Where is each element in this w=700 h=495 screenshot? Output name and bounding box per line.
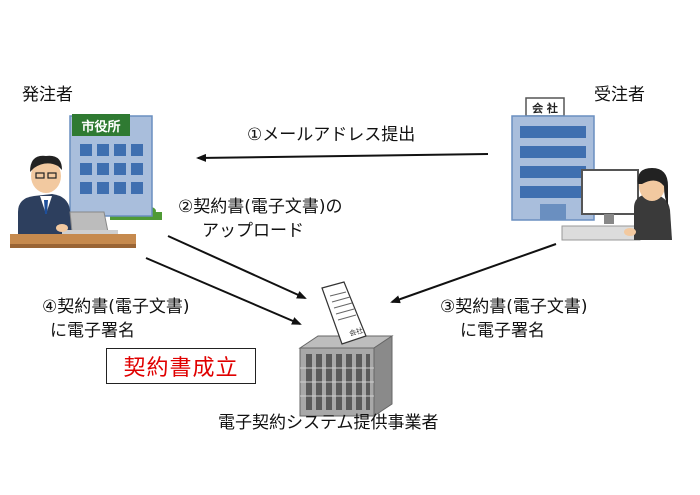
contract-document-icon: 会社 bbox=[321, 281, 367, 345]
company-building-illustration: 会 社 bbox=[511, 97, 595, 221]
step4-label-line1: ④契約書(電子文書) bbox=[42, 297, 190, 317]
step4-label-line2: に電子署名 bbox=[50, 321, 135, 341]
contractor-person-illustration bbox=[561, 168, 672, 241]
city-hall-sign: 市役所 bbox=[81, 119, 120, 135]
step3-label-line2: に電子署名 bbox=[460, 321, 545, 341]
orderer-person-illustration bbox=[10, 155, 136, 248]
provider-label: 電子契約システム提供事業者 bbox=[218, 413, 439, 433]
arrow-step4 bbox=[145, 257, 302, 325]
contract-established-box: 契約書成立 bbox=[106, 348, 256, 384]
document-seal-text: 会社 bbox=[348, 326, 364, 338]
contractor-label: 受注者 bbox=[594, 85, 645, 105]
arrow-step3 bbox=[390, 243, 557, 304]
step2-label-line1: ②契約書(電子文書)の bbox=[178, 197, 343, 217]
step3-label-line1: ③契約書(電子文書) bbox=[440, 297, 588, 317]
orderer-label: 発注者 bbox=[22, 85, 73, 105]
arrow-step2 bbox=[167, 235, 307, 299]
contract-established-label: 契約書成立 bbox=[123, 356, 239, 381]
company-sign: 会 社 bbox=[532, 101, 558, 115]
step2-label-line2: アップロード bbox=[202, 221, 304, 241]
server-illustration bbox=[298, 335, 394, 417]
arrow-step1 bbox=[196, 153, 489, 162]
step1-label: ①メールアドレス提出 bbox=[247, 125, 416, 145]
city-hall-illustration: 市役所 bbox=[69, 114, 162, 220]
